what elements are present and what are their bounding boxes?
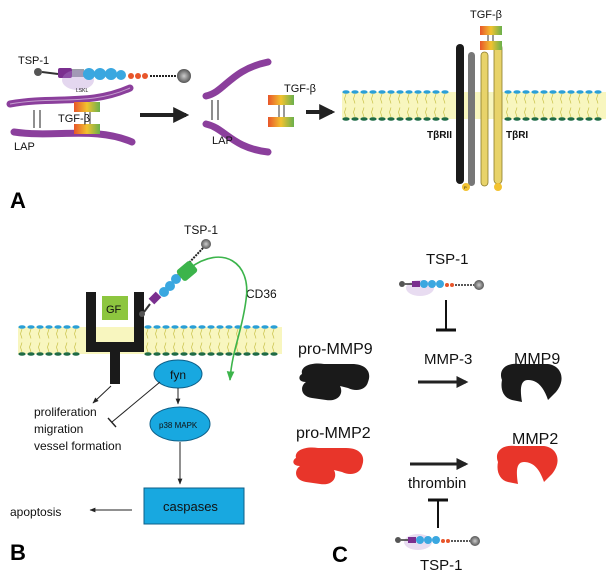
mmp-protein-icon: [299, 363, 370, 401]
tsp1-molecule-icon: [399, 280, 484, 296]
lap-label-2: LAP: [212, 135, 233, 147]
arrow-icon: [92, 385, 112, 404]
gf-label: GF: [106, 304, 122, 316]
apoptosis-label: apoptosis: [10, 505, 61, 519]
outcome-1: migration: [34, 422, 83, 436]
tsp1-label-b: TSP-1: [184, 223, 218, 237]
cd36-label: CD36: [246, 287, 277, 301]
tgf-beta-dimer-icon: [268, 95, 294, 127]
lskl-label: LSKL: [76, 88, 88, 94]
caspases-label: caspases: [163, 499, 218, 514]
tsp1-label-c-bottom: TSP-1: [420, 557, 463, 574]
panel-a: TSP-1 LSKL TGF-β LAP: [6, 9, 606, 213]
receptor-1-label: TβRI: [506, 130, 528, 141]
cd36-signal-arrow: [189, 256, 248, 381]
growth-factor-receptor-icon: [86, 292, 144, 384]
tsp1-molecule-icon: [34, 68, 191, 90]
p38-label: p38 MAPK: [159, 421, 198, 430]
p38-node: [149, 406, 211, 442]
tsp1-label-a: TSP-1: [18, 55, 49, 67]
fyn-label: fyn: [170, 368, 186, 382]
inhibition-icon: [428, 498, 448, 528]
mmp-protein-icon: [500, 363, 562, 402]
tgfb-free-label: TGF-β: [284, 83, 316, 95]
tsp1-molecule-icon: [139, 239, 211, 317]
receptor-icon: [456, 26, 503, 191]
caspases-box: [143, 487, 245, 525]
inhibition-icon: [436, 300, 456, 332]
mmp3-label: MMP-3: [424, 351, 472, 368]
tsp1-label-c-top: TSP-1: [426, 251, 469, 268]
panel-b: GF TSP-1 CD36 fyn p38 MAPK: [10, 223, 282, 565]
tsp1-molecule-icon: [395, 534, 480, 550]
outcome-0: proliferation: [34, 405, 97, 419]
outcome-2: vessel formation: [34, 439, 121, 453]
inhibition-icon: [107, 381, 161, 428]
cell-membrane: [18, 325, 282, 356]
phospho-label: P: [464, 185, 467, 190]
tgf-beta-dimer-icon: [74, 102, 100, 134]
tgfb-bound-label: TGF-β: [470, 9, 502, 21]
mmp-protein-icon: [496, 445, 558, 484]
tgfb-latent-label: TGF-β: [58, 113, 90, 125]
panel-letter-a: A: [10, 188, 26, 213]
lap-label-1: LAP: [14, 141, 35, 153]
receptor-2-label: TβRII: [427, 130, 452, 141]
thrombin-label: thrombin: [408, 475, 466, 492]
panel-letter-c: C: [332, 542, 348, 567]
pro-mmp2-label: pro-MMP2: [296, 425, 371, 442]
mmp9-label: MMP9: [514, 351, 560, 368]
pro-mmp9-label: pro-MMP9: [298, 341, 373, 358]
mmp2-label: MMP2: [512, 431, 558, 448]
panel-letter-b: B: [10, 540, 26, 565]
lap-icon: [202, 58, 272, 156]
mmp-protein-icon: [293, 447, 364, 485]
panel-c: TSP-1 pro-MMP9 MMP-3 MMP9 pro-MMP2 MMP2: [293, 251, 562, 574]
